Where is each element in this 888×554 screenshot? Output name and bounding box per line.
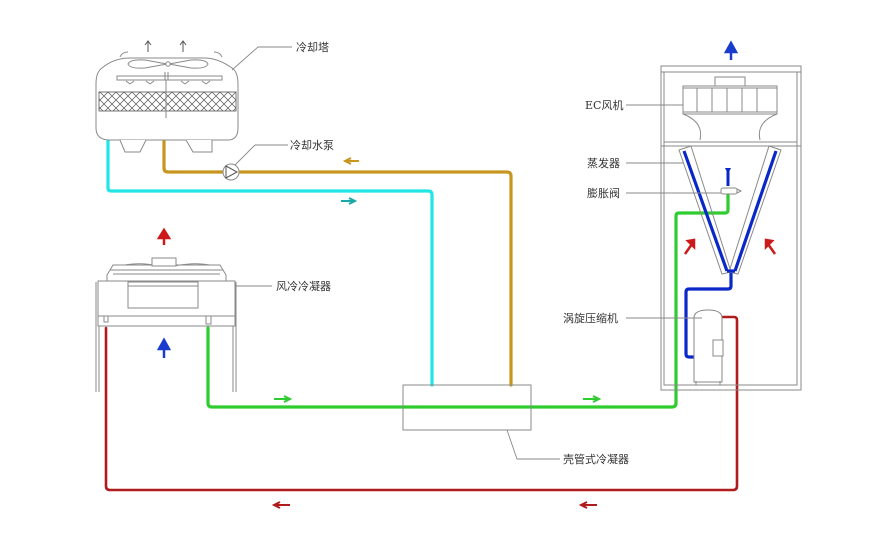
air-out-arrow-icon — [179, 40, 187, 52]
cooling-tower-label: 冷却塔 — [296, 41, 329, 54]
expansion-valve-label: 膨胀阀 — [587, 186, 620, 200]
cooling-pump-label: 冷却水泵 — [290, 139, 334, 152]
discharge-line-pipe — [104, 315, 739, 492]
cooling-water-pump — [222, 163, 240, 181]
cold-air-in-arrow-icon — [156, 337, 172, 358]
ec-fan-label: EC风机 — [585, 98, 623, 112]
liquid-flow-arrow-icon — [274, 395, 293, 403]
cooling-water-supply-pipe — [106, 138, 434, 387]
hot-air-out-arrow-icon — [156, 227, 172, 245]
cooling-water-return-pipe — [162, 116, 513, 387]
cooling-tower — [95, 40, 239, 153]
cooling-water-return-flow-arrow-icon — [342, 157, 359, 165]
shell-tube-condenser — [402, 384, 532, 431]
return-air-arrow-icon — [683, 238, 696, 255]
supply-air-out-arrow-icon — [723, 40, 739, 60]
air-out-arrow-icon — [144, 40, 152, 52]
shell-tube-condenser-label: 壳管式冷凝器 — [563, 452, 629, 466]
precision-air-conditioner — [660, 40, 802, 391]
expansion-valve — [720, 168, 743, 195]
scroll-compressor — [693, 309, 724, 386]
discharge-flow-arrow-icon — [271, 501, 290, 509]
liquid-flow-arrow-icon — [583, 395, 602, 403]
suction-line-pipe — [684, 271, 733, 359]
liquid-line-pipe — [206, 192, 730, 409]
cooling-water-supply-flow-arrow-icon — [341, 197, 358, 205]
discharge-flow-arrow-icon — [578, 501, 597, 509]
evaporator — [678, 145, 782, 275]
air-cooled-condenser — [95, 227, 237, 392]
air-cooled-condenser-label: 风冷冷凝器 — [276, 279, 331, 293]
ec-fan — [682, 76, 778, 141]
evaporator-label: 蒸发器 — [587, 156, 620, 170]
scroll-compressor-label: 涡旋压缩机 — [563, 311, 618, 325]
return-air-arrow-icon — [764, 238, 777, 255]
